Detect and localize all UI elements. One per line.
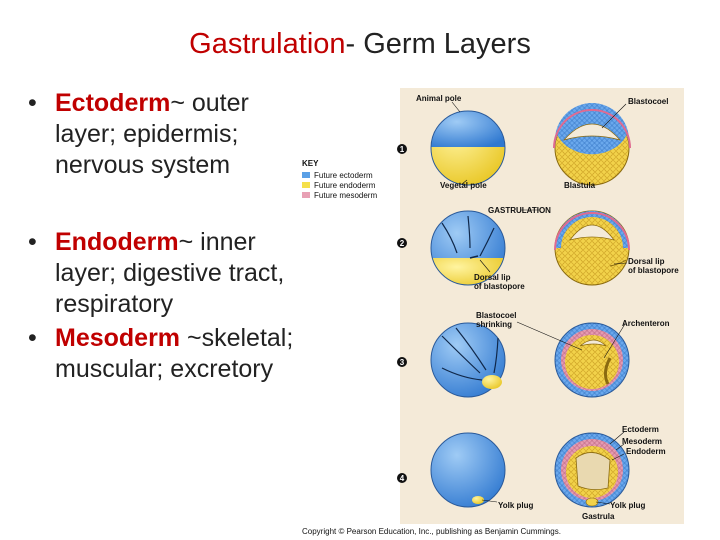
stage-1-embryo-external <box>430 110 506 186</box>
bullet-list: • Ectoderm~ outer layer; epidermis; nerv… <box>28 88 298 385</box>
bullet-endoderm: • Endoderm~ inner layer; digestive tract… <box>28 227 298 320</box>
title-rest: - Germ Layers <box>345 28 531 60</box>
bullet-dot: • <box>28 228 37 256</box>
stage-2-section <box>554 210 630 286</box>
bullet-mesoderm: • Mesoderm ~skeletal; muscular; excretor… <box>28 323 298 385</box>
slide-title: Gastrulation- Germ Layers <box>0 28 720 61</box>
step-3-marker <box>397 357 407 367</box>
figure-svg: KEY Future ectoderm Future endoderm Futu… <box>302 88 684 536</box>
label-yolk-plug-2: Yolk plug <box>610 501 646 510</box>
step-4-number: 4 <box>400 474 405 483</box>
label-blastula: Blastula <box>564 181 596 190</box>
step-4-marker <box>397 473 407 483</box>
copyright-text: Copyright © Pearson Education, Inc., pub… <box>302 527 561 536</box>
label-endoderm: Endoderm <box>626 447 666 456</box>
key-label-ectoderm: Future ectoderm <box>314 171 373 180</box>
label-gastrula: Gastrula <box>582 512 615 521</box>
label-blastocoel: Blastocoel <box>628 97 668 106</box>
label-yolk-plug-1: Yolk plug <box>498 501 534 510</box>
stage-3-embryo-external <box>430 322 506 398</box>
key-swatch-ectoderm <box>302 172 310 178</box>
stage-4-gastrula-section <box>554 432 630 508</box>
label-archenteron: Archenteron <box>622 319 670 328</box>
step-3-number: 3 <box>400 358 405 367</box>
key-swatch-endoderm <box>302 182 310 188</box>
label-mesoderm: Mesoderm <box>622 437 662 446</box>
bullet-dot: • <box>28 89 37 117</box>
gastrulation-figure: KEY Future ectoderm Future endoderm Futu… <box>292 88 684 540</box>
stage-1-blastula-section <box>553 103 631 186</box>
bullet-desc: ~skeletal; muscular; excretory <box>55 324 294 383</box>
key-title: KEY <box>302 159 319 168</box>
stage-3-section <box>554 322 630 398</box>
label-ectoderm: Ectoderm <box>622 425 659 434</box>
step-2-number: 2 <box>400 239 405 248</box>
bullet-dot: • <box>28 324 37 352</box>
bullet-ectoderm: • Ectoderm~ outer layer; epidermis; nerv… <box>28 88 298 181</box>
key-label-mesoderm: Future mesoderm <box>314 191 377 200</box>
key-swatch-mesoderm <box>302 192 310 198</box>
label-vegetal-pole: Vegetal pole <box>440 181 487 190</box>
title-highlight: Gastrulation <box>189 28 346 60</box>
step-1-marker <box>397 144 407 154</box>
bullet-term: Endoderm <box>55 228 179 256</box>
step-2-marker <box>397 238 407 248</box>
key-label-endoderm: Future endoderm <box>314 181 376 190</box>
label-gastrulation: GASTRULATION <box>488 206 551 215</box>
stage-4-embryo-external <box>430 432 506 508</box>
bullet-term: Ectoderm <box>55 89 171 117</box>
step-1-number: 1 <box>400 145 405 154</box>
bullet-desc: ~ inner layer; digestive tract, respirat… <box>55 228 285 318</box>
leader-lines <box>451 101 628 505</box>
bullet-term: Mesoderm <box>55 324 181 352</box>
bullet-desc: ~ outer layer; epidermis; nervous system <box>55 89 249 179</box>
label-animal-pole: Animal pole <box>416 94 462 103</box>
